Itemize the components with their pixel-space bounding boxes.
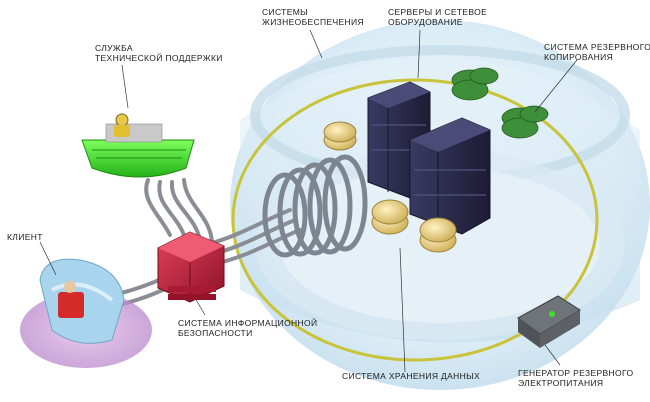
- label-client: Клиент: [7, 232, 43, 242]
- operator-icon: [116, 114, 128, 126]
- security-block: [158, 232, 224, 302]
- tech-support-pod: [82, 114, 194, 177]
- label-security: Система информационной безопасности: [178, 318, 317, 338]
- label-generator: Генератор резервного электропитания: [518, 368, 633, 388]
- label-storage: Система хранения данных: [342, 371, 480, 381]
- label-life-support: Системы жизнеобеспечения: [262, 7, 364, 27]
- label-servers: Серверы и сетевое оборудование: [388, 7, 487, 27]
- server-rack-2: [410, 118, 490, 234]
- generator-status-icon: [549, 311, 555, 317]
- storage-disk-2: [372, 200, 408, 234]
- label-tech-support: Служба технической поддержки: [95, 43, 223, 63]
- storage-disk-3: [420, 218, 456, 252]
- client-station: [20, 259, 152, 368]
- storage-disk-1: [324, 122, 356, 150]
- label-backup: Система резервного копирования: [544, 42, 650, 62]
- client-person-icon: [64, 281, 76, 293]
